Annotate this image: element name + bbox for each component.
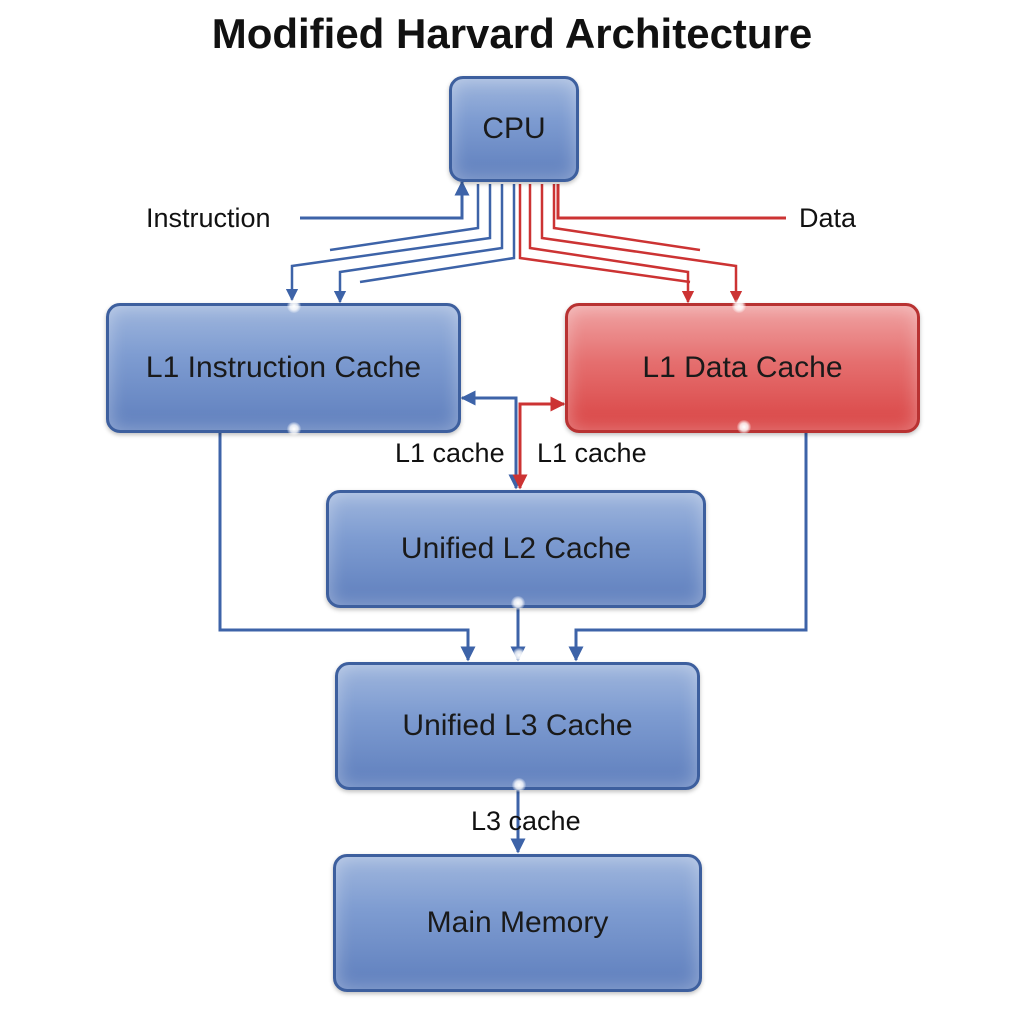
glow-dot (511, 596, 525, 610)
glow-dot (732, 299, 746, 313)
unified-l3-cache-node: Unified L3 Cache (335, 662, 700, 790)
l3-cache-label: L3 cache (471, 806, 581, 836)
l1-data-cache-node: L1 Data Cache (565, 303, 920, 433)
glow-dot (512, 778, 526, 792)
glow-dot (287, 422, 301, 436)
glow-dot (287, 299, 301, 313)
cpu-to-l1-data-bus (518, 184, 743, 304)
l1-instruction-cache-node: L1 Instruction Cache (106, 303, 461, 433)
glow-dot (737, 420, 751, 434)
main-memory-node: Main Memory (333, 854, 702, 992)
cpu-to-l1-instruction-bus (285, 184, 516, 304)
cpu-node: CPU (449, 76, 579, 182)
l1-cache-right-label: L1 cache (537, 438, 647, 468)
instruction-arrow (300, 180, 470, 220)
data-label: Data (799, 203, 857, 233)
l1-cache-left-label: L1 cache (395, 438, 505, 468)
page-title: Modified Harvard Architecture (211, 10, 813, 57)
l1-data-to-l3 (568, 432, 808, 662)
unified-l2-cache-node: Unified L2 Cache (326, 490, 706, 608)
l1-data-to-l2 (512, 396, 566, 490)
l1-instruction-to-l3 (218, 432, 476, 662)
glow-dot (512, 648, 526, 662)
data-arrow (556, 184, 786, 220)
instruction-label: Instruction (146, 203, 271, 233)
